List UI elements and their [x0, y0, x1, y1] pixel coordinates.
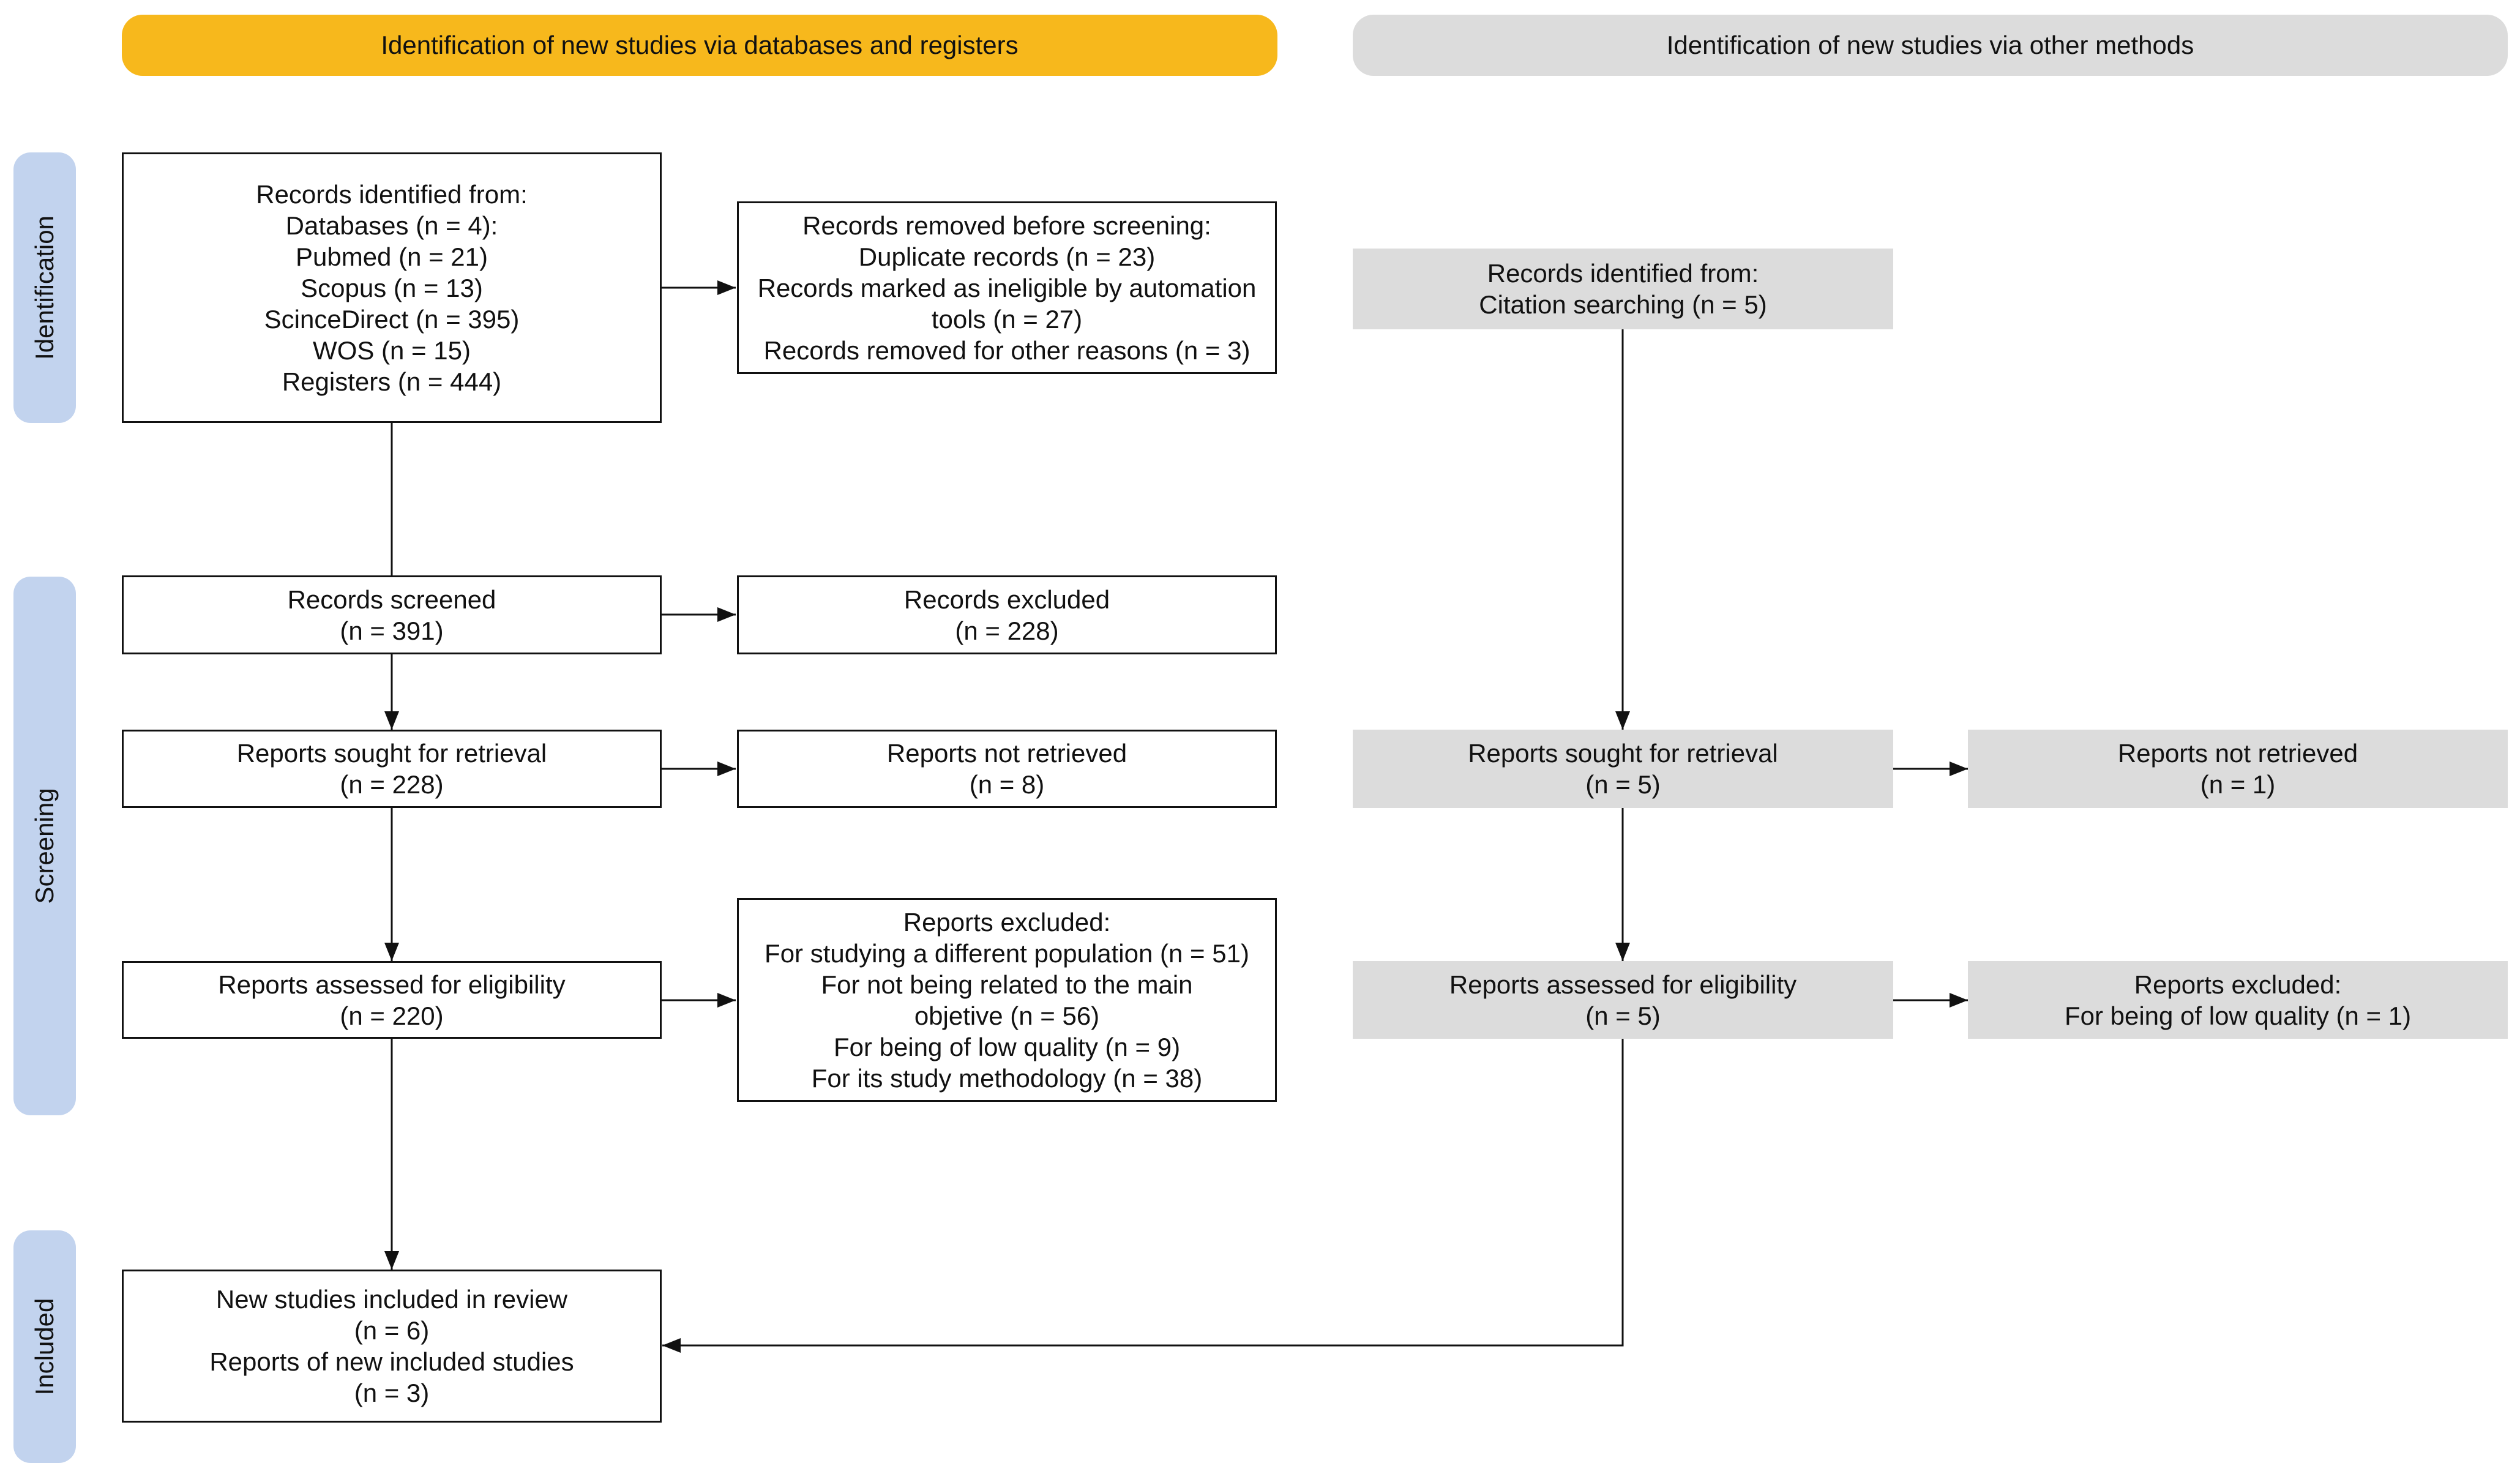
- phase-included: Included: [13, 1230, 76, 1463]
- records-identified-box: Records identified from: Databases (n = …: [122, 152, 662, 423]
- other-reports-excluded-box: Reports excluded: For being of low quali…: [1968, 961, 2508, 1039]
- records-excluded-box: Records excluded (n = 228): [737, 575, 1277, 654]
- arrowhead-not-retrieved: [717, 761, 736, 776]
- arrowhead-included: [384, 1251, 399, 1270]
- arrowhead-other-assessed: [1615, 943, 1630, 961]
- records-removed-box: Records removed before screening: Duplic…: [737, 201, 1277, 374]
- records-screened-box: Records screened (n = 391): [122, 575, 662, 654]
- other-reports-assessed-box: Reports assessed for eligibility (n = 5): [1353, 961, 1893, 1039]
- studies-included-box: New studies included in review (n = 6) R…: [122, 1270, 662, 1423]
- databases-header-text: Identification of new studies via databa…: [381, 31, 1019, 59]
- arrow-other-assessed-to-included: [662, 1039, 1624, 1347]
- arrowhead-reports-excluded: [717, 993, 736, 1008]
- phase-identification: Identification: [13, 152, 76, 423]
- arrowhead-assessed: [384, 943, 399, 961]
- arrowhead-other-excluded: [1950, 993, 1968, 1008]
- other-methods-header-text: Identification of new studies via other …: [1666, 31, 2194, 59]
- arrowhead-excluded: [717, 607, 736, 622]
- arrowhead-sought: [384, 711, 399, 730]
- phase-screening: Screening: [13, 577, 76, 1115]
- other-records-identified-box: Records identified from: Citation search…: [1353, 249, 1893, 329]
- reports-sought-box: Reports sought for retrieval (n = 228): [122, 730, 662, 808]
- arrowhead-other-not-retrieved: [1950, 761, 1968, 776]
- other-reports-sought-box: Reports sought for retrieval (n = 5): [1353, 730, 1893, 808]
- arrowhead-other-included: [662, 1338, 681, 1353]
- other-methods-column-header: Identification of new studies via other …: [1353, 15, 2508, 76]
- databases-column-header: Identification of new studies via databa…: [122, 15, 1277, 76]
- arrowhead-removed: [717, 280, 736, 295]
- reports-not-retrieved-box: Reports not retrieved (n = 8): [737, 730, 1277, 808]
- reports-assessed-box: Reports assessed for eligibility (n = 22…: [122, 961, 662, 1039]
- reports-excluded-box: Reports excluded: For studying a differe…: [737, 898, 1277, 1102]
- arrowhead-other-sought: [1615, 711, 1630, 730]
- other-reports-not-retrieved-box: Reports not retrieved (n = 1): [1968, 730, 2508, 808]
